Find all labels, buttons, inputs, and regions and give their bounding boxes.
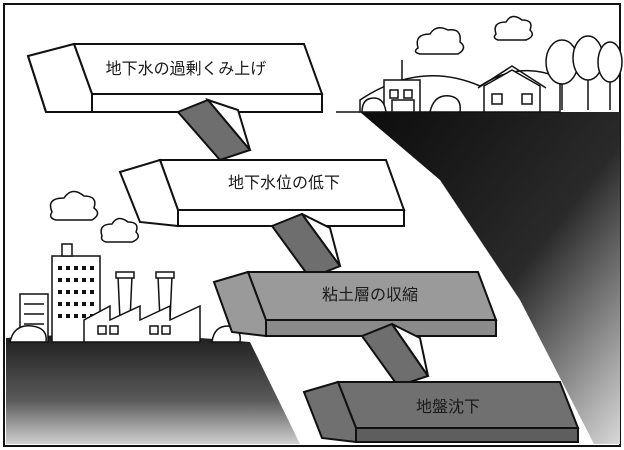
town-right xyxy=(359,35,623,113)
cloud-icon xyxy=(100,217,139,243)
ground-right xyxy=(360,112,620,444)
city-left xyxy=(9,243,241,343)
down-arrow-icon xyxy=(360,322,430,388)
step-slab-2: 地下水位の低下 xyxy=(118,158,406,228)
down-arrow-icon xyxy=(176,97,252,162)
step-label-4: 地盤沈下 xyxy=(416,397,480,416)
cloud-icon xyxy=(493,15,533,41)
ground-left xyxy=(6,334,300,444)
down-arrow-icon xyxy=(270,212,342,280)
step-slab-4: 地盤沈下 xyxy=(302,380,580,444)
cloud-icon xyxy=(414,27,465,55)
step-slab-1: 地下水の過剰くみ上げ xyxy=(26,42,324,113)
step-label-3: 粘土層の収縮 xyxy=(322,285,418,304)
step-slab-3: 粘土層の収縮 xyxy=(212,270,498,338)
cloud-icon xyxy=(49,190,99,221)
step-label-1: 地下水の過剰くみ上げ xyxy=(106,59,267,78)
step-label-2: 地下水位の低下 xyxy=(228,173,340,192)
